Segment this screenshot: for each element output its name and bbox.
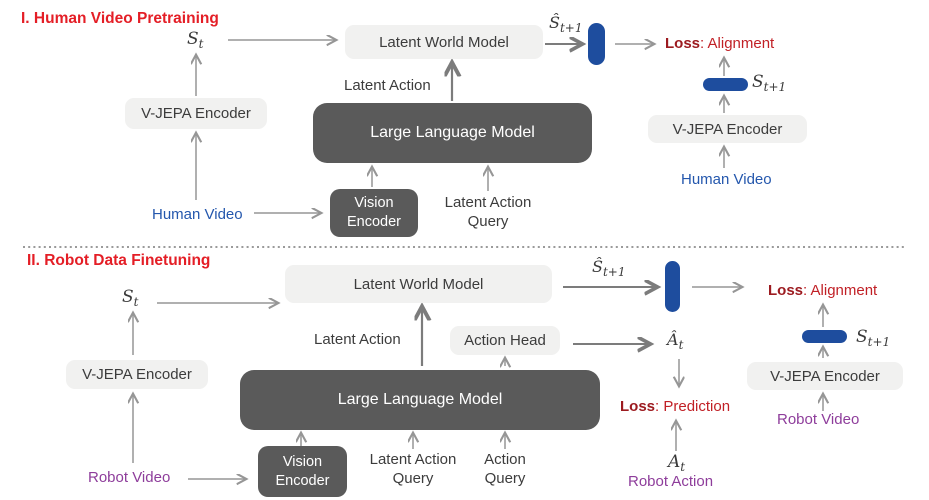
- st1-base: S: [752, 72, 764, 92]
- vision-encoder-line2: Encoder: [346, 214, 401, 230]
- vjepa-encoder-box-top-right: V-JEPA Encoder: [648, 115, 807, 143]
- section-heading-finetuning: II. Robot Data Finetuning: [27, 252, 211, 269]
- ahat-t-label: Ât: [667, 330, 684, 352]
- latent-action-label-bottom: Latent Action: [314, 331, 401, 348]
- human-video-label-right: Human Video: [681, 171, 772, 188]
- latent-world-model-box-bottom: Latent World Model: [285, 265, 552, 303]
- loss-rest: : Alignment: [803, 282, 878, 299]
- vjepa-encoder-label: V-JEPA Encoder: [672, 120, 783, 138]
- latent-world-model-label: Latent World Model: [353, 275, 484, 293]
- st-sub: t: [198, 37, 204, 51]
- vjepa-encoder-label: V-JEPA Encoder: [82, 366, 192, 383]
- st1-label-bottom: St+1: [856, 327, 891, 349]
- vision-encoder-line1: Vision: [354, 195, 394, 212]
- vjepa-encoder-label: V-JEPA Encoder: [141, 105, 251, 122]
- loss-word: Loss: [665, 35, 701, 52]
- target-state-pill-bottom: [802, 330, 847, 343]
- shat-sub: t+1: [559, 21, 583, 35]
- latent-action-query-line1: Latent Action: [369, 451, 457, 468]
- at-base: A: [668, 452, 681, 472]
- ahat-sub: t: [678, 338, 684, 352]
- loss-alignment-label-bottom: Loss: Alignment: [768, 282, 877, 299]
- shat-t1-label-bottom: Ŝt+1: [592, 257, 626, 279]
- ahat-base: Â: [667, 330, 679, 349]
- st-base: S: [122, 287, 134, 307]
- predicted-state-pill-bottom: [665, 261, 680, 312]
- loss-rest: : Alignment: [700, 35, 775, 52]
- target-state-pill-top: [703, 78, 748, 91]
- predicted-state-pill-top: [588, 23, 605, 65]
- vjepa-encoder-box-bottom-right: V-JEPA Encoder: [747, 362, 903, 390]
- st1-sub: t+1: [867, 335, 891, 349]
- shat-sub: t+1: [602, 265, 626, 279]
- robot-action-label: Robot Action: [628, 473, 714, 490]
- llm-box-bottom: Large Language Model: [240, 370, 600, 430]
- shat-t1-label-top: Ŝt+1: [549, 13, 583, 35]
- loss-word: Loss: [620, 398, 656, 415]
- latent-action-label-top: Latent Action: [344, 77, 431, 94]
- st-label-bottom: St: [122, 287, 139, 309]
- loss-alignment-label-top: Loss: Alignment: [665, 35, 774, 52]
- vjepa-encoder-label: V-JEPA Encoder: [770, 367, 880, 385]
- vision-encoder-line2: Encoder: [275, 472, 330, 489]
- robot-video-label-left: Robot Video: [88, 469, 171, 486]
- latent-world-model-box-top: Latent World Model: [345, 25, 543, 59]
- st1-sub: t+1: [763, 80, 787, 94]
- llm-label: Large Language Model: [337, 390, 503, 408]
- latent-action-query-line2: Query: [467, 212, 509, 230]
- action-query-line1: Action: [484, 451, 526, 468]
- section-heading-pretraining: I. Human Video Pretraining: [21, 10, 219, 27]
- st-sub: t: [133, 295, 139, 309]
- vision-encoder-line1: Vision: [282, 453, 323, 470]
- loss-rest: : Prediction: [655, 398, 731, 415]
- llm-label: Large Language Model: [370, 123, 535, 141]
- latent-world-model-label: Latent World Model: [379, 33, 509, 51]
- st1-base: S: [856, 327, 868, 347]
- action-query-line2: Query: [484, 469, 526, 487]
- st-base: S: [187, 29, 199, 49]
- st-label-top: St: [187, 29, 204, 51]
- latent-action-query-line2: Query: [392, 469, 434, 487]
- loss-word: Loss: [768, 282, 804, 299]
- vjepa-encoder-box-bottom-left: V-JEPA Encoder: [66, 360, 208, 389]
- llm-box-top: Large Language Model: [313, 103, 592, 163]
- at-sub: t: [680, 460, 686, 474]
- robot-video-label-right: Robot Video: [777, 411, 860, 428]
- shat-base: Ŝ: [592, 257, 603, 276]
- action-head-label: Action Head: [464, 332, 546, 349]
- human-video-label-left: Human Video: [152, 206, 243, 223]
- vjepa-encoder-box-top-left: V-JEPA Encoder: [125, 98, 267, 129]
- action-head-box: Action Head: [450, 326, 560, 355]
- at-label: At: [668, 452, 686, 474]
- latent-action-query-line1: Latent Action: [444, 194, 532, 211]
- st1-label-top: St+1: [752, 72, 787, 94]
- loss-prediction-label: Loss: Prediction: [620, 398, 730, 415]
- shat-base: Ŝ: [549, 13, 560, 32]
